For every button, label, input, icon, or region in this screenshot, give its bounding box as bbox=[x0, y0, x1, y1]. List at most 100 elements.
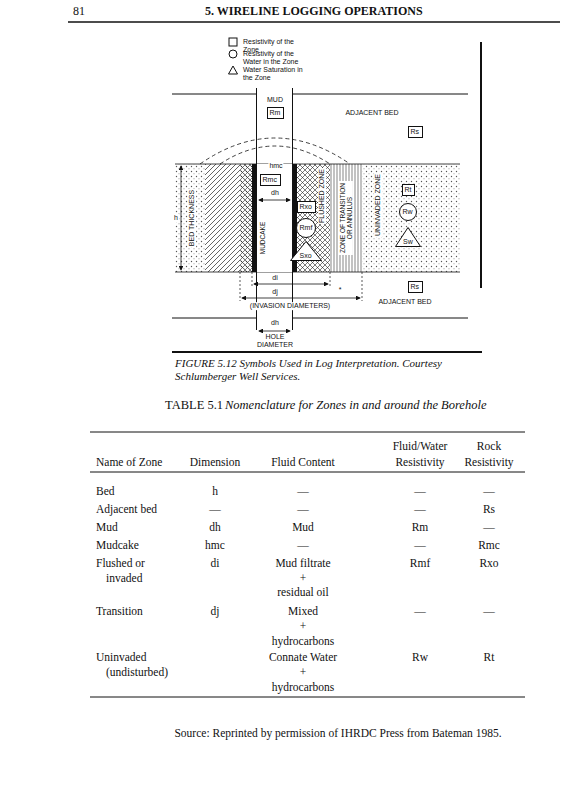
symbol-box: Rs bbox=[408, 281, 423, 293]
bed-ground bbox=[175, 164, 460, 272]
table-text: Transition bbox=[96, 605, 143, 618]
label-text: DIAMETER bbox=[256, 341, 294, 349]
header-rule bbox=[68, 21, 560, 23]
table-text: hydrocarbons bbox=[272, 681, 335, 694]
table-text: di bbox=[211, 557, 220, 570]
figure-caption: FIGURE 5.12 Symbols Used in Log Interpre… bbox=[175, 357, 480, 383]
table-text: — bbox=[414, 503, 426, 516]
label-text: MUD bbox=[266, 96, 284, 104]
table-text: Fluid/Water bbox=[393, 440, 448, 453]
table-text: + bbox=[300, 572, 307, 585]
legend-text: Water Saturation in the Zone bbox=[243, 66, 305, 82]
table-text: Rs bbox=[483, 503, 495, 516]
label-text: BED THICKNESS bbox=[188, 189, 196, 247]
bed-left-crosshatch bbox=[240, 164, 252, 272]
thickness-dimension bbox=[181, 166, 182, 270]
bed-left-ground bbox=[205, 164, 240, 272]
label-text: ZONE OF TRANSITION OR ANNULUS bbox=[339, 181, 353, 255]
label-text: UNINVADED ZONE bbox=[374, 173, 382, 237]
symbol-circle: Rw bbox=[399, 203, 417, 221]
symbol-text: Rmf bbox=[300, 224, 313, 232]
table-text: Fluid Content bbox=[271, 456, 335, 469]
table-text: Mudcake bbox=[96, 539, 139, 552]
label-text: dj bbox=[271, 288, 278, 296]
table-rule bbox=[90, 432, 525, 433]
table-text: — bbox=[483, 521, 495, 534]
table-text: invaded bbox=[106, 572, 142, 585]
label-text: HOLE bbox=[264, 333, 285, 341]
symbol-text: Rmc bbox=[263, 176, 277, 184]
symbol-box: Rt bbox=[402, 184, 415, 196]
label-text: h bbox=[173, 214, 179, 222]
legend-triangle bbox=[229, 66, 238, 74]
legend-square bbox=[229, 38, 237, 46]
table-text: Mud bbox=[96, 521, 118, 534]
table-text: — bbox=[414, 605, 426, 618]
caption-rule bbox=[172, 351, 482, 353]
table-text: TABLE 5.1 bbox=[165, 398, 223, 412]
invasion-dimension bbox=[242, 298, 360, 299]
table-text: Rt bbox=[484, 651, 495, 664]
upper-boundary bbox=[172, 94, 468, 95]
symbol-box: Rxo bbox=[297, 201, 316, 213]
hole-dimension bbox=[259, 331, 290, 332]
table-text: Adjacent bed bbox=[96, 503, 157, 516]
table-text: dh bbox=[209, 521, 221, 534]
symbol-box: Rs bbox=[408, 126, 423, 138]
symbol-circle: Rmf bbox=[296, 218, 316, 238]
table-text: — bbox=[483, 605, 495, 618]
table-text: Rock bbox=[477, 440, 501, 453]
table-text: dj bbox=[211, 605, 220, 618]
table-text: Uninvaded bbox=[96, 651, 146, 664]
invasion-boundary bbox=[200, 138, 350, 164]
table-text: Rmf bbox=[410, 557, 430, 570]
table-text: Dimension bbox=[190, 456, 240, 469]
table-text: — bbox=[209, 503, 221, 516]
table-text: Rxo bbox=[479, 557, 498, 570]
table-text: Nomenclature for Zones in and around the… bbox=[225, 398, 486, 412]
symbol-text: Rxo bbox=[300, 203, 312, 211]
label-text: dh bbox=[270, 319, 280, 327]
label-text: dh bbox=[270, 189, 280, 197]
table-text: Source: Reprinted by permission of IHRDC… bbox=[174, 727, 501, 740]
table-text: Rw bbox=[412, 651, 428, 664]
extension-line bbox=[240, 272, 362, 301]
transition-zone-hatch bbox=[330, 164, 362, 272]
label-text: ADJACENT BED bbox=[377, 298, 432, 306]
table-text: Name of Zone bbox=[96, 456, 162, 469]
legend-circle bbox=[229, 50, 237, 58]
table-text: — bbox=[297, 485, 309, 498]
label-text: MUDCAKE bbox=[259, 221, 266, 256]
table-text: + bbox=[300, 666, 307, 679]
table-text: Mud filtrate bbox=[275, 557, 330, 570]
table-text: Mixed bbox=[288, 605, 318, 618]
bed-left-stipple bbox=[175, 164, 252, 272]
symbol-box: Rm bbox=[267, 107, 284, 119]
table-text: residual oil bbox=[277, 586, 328, 599]
table-text: Resistivity bbox=[464, 456, 513, 469]
symbol-triangle: Sw bbox=[395, 227, 421, 247]
table-text: + bbox=[300, 620, 307, 633]
uninvaded-zone-stipple bbox=[362, 164, 460, 272]
label-text: hmc bbox=[268, 162, 283, 170]
table-rule bbox=[90, 697, 525, 698]
table-text: Connate Water bbox=[269, 651, 337, 664]
hole-dimension bbox=[259, 200, 290, 201]
table-text: — bbox=[297, 539, 309, 552]
mud-column bbox=[257, 164, 292, 272]
label-text: (INVASION DIAMETERS) bbox=[249, 302, 331, 310]
table-text: h bbox=[212, 485, 218, 498]
label-text: 5. WIRELINE LOGGING OPERATIONS bbox=[205, 5, 423, 19]
symbol-box: Rmc bbox=[260, 174, 281, 186]
table-text: hmc bbox=[205, 539, 225, 552]
symbol-text: Rw bbox=[403, 208, 413, 216]
hole-wall bbox=[257, 88, 293, 330]
table-text: Mud bbox=[292, 521, 314, 534]
margin-rule bbox=[480, 42, 482, 288]
table-text: Rmc bbox=[478, 539, 500, 552]
table-text: Rm bbox=[412, 521, 429, 534]
table-text: hydrocarbons bbox=[272, 635, 335, 648]
symbol-text: Sw bbox=[403, 238, 413, 246]
table-text: Bed bbox=[96, 485, 115, 498]
